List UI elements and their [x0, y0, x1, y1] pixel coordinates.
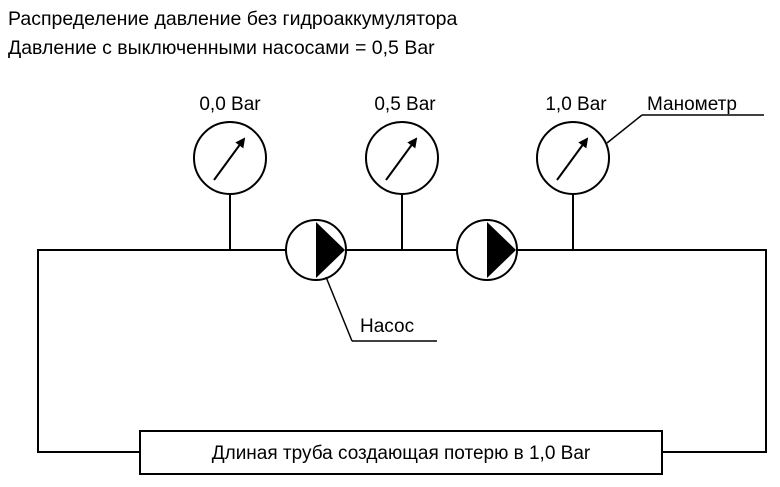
pipe-loop — [37, 249, 767, 453]
gauge-leader-line — [606, 114, 643, 144]
diagram-title: Распределение давление без гидроаккумуля… — [8, 8, 458, 30]
pump-callout-label: Насос — [360, 316, 414, 337]
pump-2 — [456, 219, 518, 281]
pump-triangle-icon — [316, 222, 345, 278]
gauge-needle-icon — [556, 137, 589, 181]
pressure-gauge-3 — [536, 121, 610, 250]
gauge-needle-icon — [213, 137, 246, 181]
gauge-callout-label: Манометр — [647, 94, 737, 115]
pressure-gauge-1 — [193, 121, 267, 250]
long-pipe-box — [139, 430, 663, 475]
pressure-gauge-2 — [365, 121, 439, 250]
gauge-needle-icon — [385, 137, 418, 181]
pump-1 — [285, 219, 347, 281]
long-pipe-label: Длиная труба создающая потерю в 1,0 Bar — [212, 443, 591, 464]
pump-triangle-icon — [487, 222, 516, 278]
pump-leader-line — [325, 276, 353, 342]
gauge-1-reading: 0,0 Bar — [199, 94, 261, 115]
gauge-2-reading: 0,5 Bar — [374, 94, 436, 115]
gauge-3-reading: 1,0 Bar — [545, 94, 607, 115]
diagram-subtitle: Давление с выключенными насосами = 0,5 B… — [8, 37, 435, 59]
